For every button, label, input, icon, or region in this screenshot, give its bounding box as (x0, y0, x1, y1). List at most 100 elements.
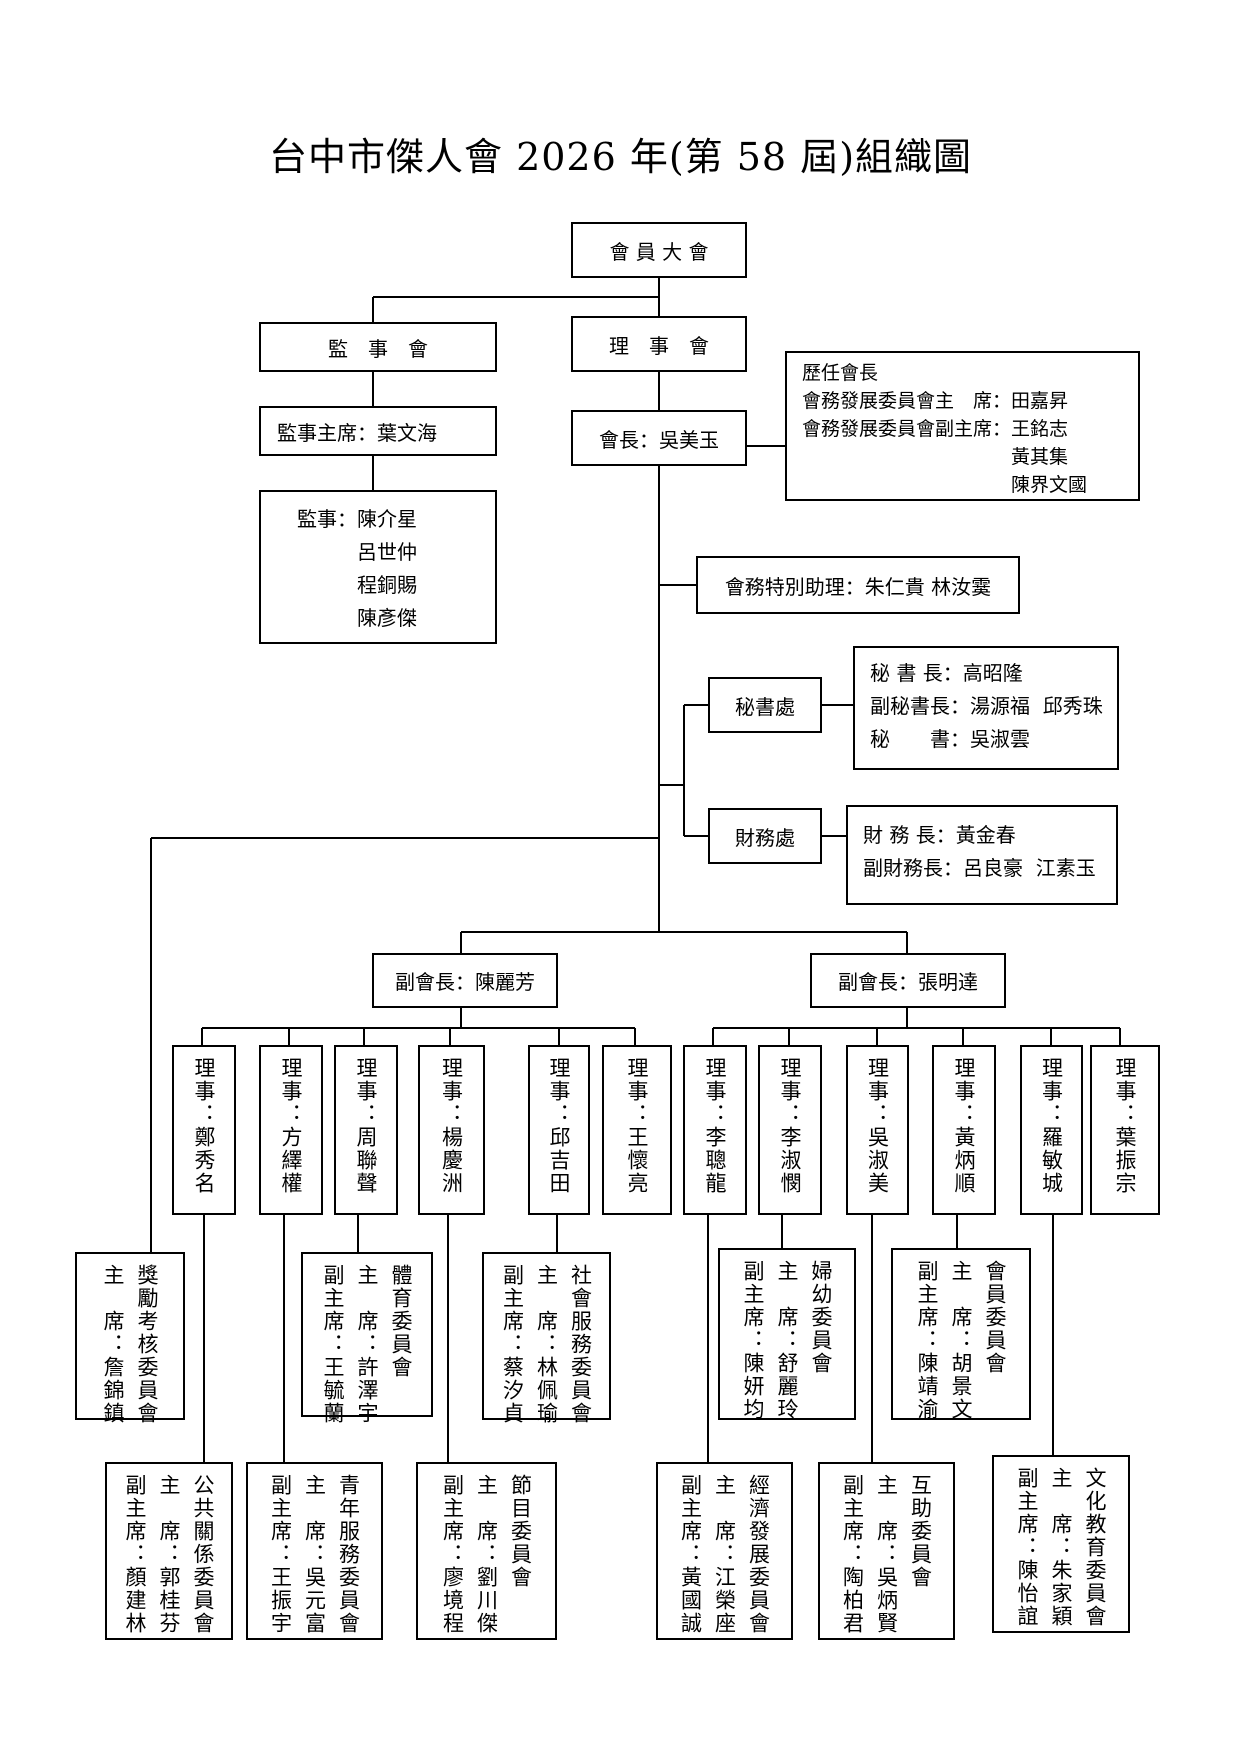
secretariat-label: 秘書處 (735, 694, 795, 719)
committee-vice-chair: 副主席：廖境程 (440, 1474, 465, 1635)
committee-title: 婦幼委員會 (809, 1260, 833, 1375)
committee-social-service: 社會服務委員會 主 席：林佩瑜 副主席：蔡汐貞 (482, 1252, 611, 1425)
director-box: 理事：吳淑美 (846, 1045, 909, 1215)
committee-title: 公共關係委員會 (191, 1474, 215, 1635)
finance-line: 副財務長：呂良豪 江素玉 (863, 856, 1096, 880)
director-name: 理事：邱吉田 (547, 1057, 571, 1195)
special-assistant-box: 會務特別助理：朱仁貴 林汝霙 (696, 556, 1020, 614)
director-name: 理事：李淑憫 (778, 1057, 802, 1195)
committee-sports: 體育委員會 主 席：許澤宇 副主席：王毓蘭 (301, 1252, 433, 1425)
committee-vice-chair: 副主席：王毓蘭 (321, 1264, 345, 1425)
committee-vice-chair: 副主席：顏建林 (123, 1474, 147, 1635)
committee-vice-chair: 副主席：王振宇 (268, 1474, 293, 1635)
committee-vice-chair: 副主席：陳怡誼 (1015, 1467, 1039, 1628)
committee-chair: 主 席：朱家穎 (1049, 1467, 1073, 1628)
committee-vice-chair: 副主席：陶柏君 (840, 1474, 865, 1635)
director-box: 理事：黃炳順 (932, 1045, 996, 1215)
director-box: 理事：李聰龍 (683, 1045, 747, 1215)
vice-president-box: 副會長：張明達 (810, 953, 1006, 1008)
director-box: 理事：葉振宗 (1090, 1045, 1160, 1215)
committee-chair: 主 席：許澤宇 (355, 1264, 379, 1425)
supervisor-line: 程銅賜 (297, 573, 417, 597)
supervisor-chair: 監事主席：葉文海 (277, 420, 437, 445)
director-name: 理事：王懷亮 (625, 1057, 649, 1195)
committee-chair: 主 席：胡景文 (949, 1260, 973, 1421)
past-presidents-line: 陳界文國 (802, 474, 1088, 496)
director-name: 理事：鄭秀名 (192, 1057, 216, 1195)
director-box: 理事：方繹權 (259, 1045, 323, 1215)
supervisor-line: 陳彥傑 (297, 606, 417, 630)
president-label: 會長：吳美玉 (599, 427, 719, 452)
committee-chair: 主 席：吳炳賢 (874, 1474, 899, 1635)
director-box: 理事：李淑憫 (758, 1045, 822, 1215)
board-label: 理 事 會 (609, 333, 709, 358)
finance-line: 財 務 長：黃金春 (863, 823, 1016, 847)
finance-label: 財務處 (735, 825, 795, 850)
secretariat-line: 秘 書：吳淑雲 (870, 727, 1030, 751)
assembly-box: 會 員 大 會 (571, 222, 747, 278)
vice-president-label: 副會長：陳麗芳 (395, 970, 535, 994)
committee-chair: 主 席：詹錦鎮 (101, 1264, 125, 1425)
committee-mutual-aid: 互助委員會 主 席：吳炳賢 副主席：陶柏君 (818, 1462, 955, 1640)
director-box: 理事：羅敏城 (1020, 1045, 1083, 1215)
past-presidents-box: 歷任會長 會務發展委員會主 席：田嘉昇 會務發展委員會副主席：王銘志 黃其集 陳… (785, 351, 1140, 501)
supervisor-line: 呂世仲 (297, 540, 417, 564)
director-name: 理事：葉振宗 (1113, 1057, 1137, 1195)
director-name: 理事：羅敏城 (1039, 1057, 1064, 1195)
secretariat-detail-box: 秘 書 長：高昭隆 副秘書長：湯源福 邱秀珠 秘 書：吳淑雲 (853, 646, 1119, 770)
board-box: 理 事 會 (571, 316, 747, 372)
committee-vice-chair: 副主席：黃國誠 (678, 1474, 703, 1635)
committee-title: 社會服務委員會 (568, 1264, 593, 1425)
past-presidents-line: 歷任會長 (802, 362, 879, 384)
page-title: 台中市傑人會 2026 年(第 58 屆)組織圖 (268, 135, 973, 179)
supervisor-line: 監事：陳介星 (297, 507, 417, 531)
director-name: 理事：周聯聲 (354, 1057, 378, 1195)
secretariat-line: 副秘書長：湯源福 邱秀珠 (870, 694, 1103, 718)
committee-title: 獎勵考核委員會 (135, 1264, 159, 1425)
vice-president-box: 副會長：陳麗芳 (372, 953, 558, 1008)
committee-awards: 獎勵考核委員會 主 席：詹錦鎮 (75, 1252, 185, 1425)
past-presidents-line: 會務發展委員會主 席：田嘉昇 (802, 390, 1069, 412)
president-box: 會長：吳美玉 (571, 410, 747, 466)
committee-title: 文化教育委員會 (1083, 1467, 1107, 1628)
committee-title: 經濟發展委員會 (746, 1474, 771, 1635)
director-name: 理事：楊慶洲 (439, 1057, 464, 1195)
committee-public-relations: 公共關係委員會 主 席：郭桂芬 副主席：顏建林 (105, 1462, 233, 1640)
committee-program: 節目委員會 主 席：劉川傑 副主席：廖境程 (416, 1462, 557, 1640)
committee-chair: 主 席：劉川傑 (474, 1474, 499, 1635)
vice-president-label: 副會長：張明達 (838, 970, 978, 994)
committee-vice-chair: 副主席：蔡汐貞 (500, 1264, 525, 1425)
finance-box: 財務處 (708, 808, 822, 864)
director-box: 理事：王懷亮 (602, 1045, 672, 1215)
director-name: 理事：李聰龍 (703, 1057, 727, 1195)
committee-chair: 主 席：郭桂芬 (157, 1474, 181, 1635)
committee-title: 互助委員會 (908, 1474, 933, 1589)
committee-chair: 主 席：江榮座 (712, 1474, 737, 1635)
director-name: 理事：方繹權 (279, 1057, 303, 1195)
committee-title: 體育委員會 (389, 1264, 413, 1379)
secretariat-line: 秘 書 長：高昭隆 (870, 661, 1023, 685)
finance-detail-box: 財 務 長：黃金春 副財務長：呂良豪 江素玉 (846, 805, 1118, 905)
committee-economic-development: 經濟發展委員會 主 席：江榮座 副主席：黃國誠 (656, 1462, 793, 1640)
supervisor-chair-box: 監事主席：葉文海 (259, 406, 497, 456)
committee-vice-chair: 副主席：陳妍均 (741, 1260, 765, 1421)
director-box: 理事：鄭秀名 (172, 1045, 236, 1215)
director-name: 理事：黃炳順 (952, 1057, 976, 1195)
committee-chair: 主 席：林佩瑜 (534, 1264, 559, 1425)
past-presidents-line: 黃其集 (802, 446, 1069, 468)
assembly-label: 會 員 大 會 (609, 239, 709, 264)
special-assistant-label: 會務特別助理：朱仁貴 林汝霙 (724, 574, 992, 599)
committee-title: 節目委員會 (508, 1474, 533, 1589)
committee-youth-service: 青年服務委員會 主 席：吳元富 副主席：王振宇 (246, 1462, 383, 1640)
committee-membership: 會員委員會 主 席：胡景文 副主席：陳靖渝 (891, 1248, 1031, 1421)
director-box: 理事：邱吉田 (528, 1045, 590, 1215)
director-name: 理事：吳淑美 (865, 1057, 890, 1195)
committee-title: 青年服務委員會 (336, 1474, 361, 1635)
director-box: 理事：楊慶洲 (418, 1045, 485, 1215)
committee-women-children: 婦幼委員會 主 席：舒麗玲 副主席：陳妍均 (718, 1248, 856, 1421)
committee-culture-education: 文化教育委員會 主 席：朱家穎 副主席：陳怡誼 (992, 1455, 1130, 1633)
past-presidents-line: 會務發展委員會副主席：王銘志 (802, 418, 1069, 440)
supervisory-board-box: 監 事 會 (259, 322, 497, 372)
supervisor-members-box: 監事：陳介星 呂世仲 程銅賜 陳彥傑 (259, 490, 497, 644)
